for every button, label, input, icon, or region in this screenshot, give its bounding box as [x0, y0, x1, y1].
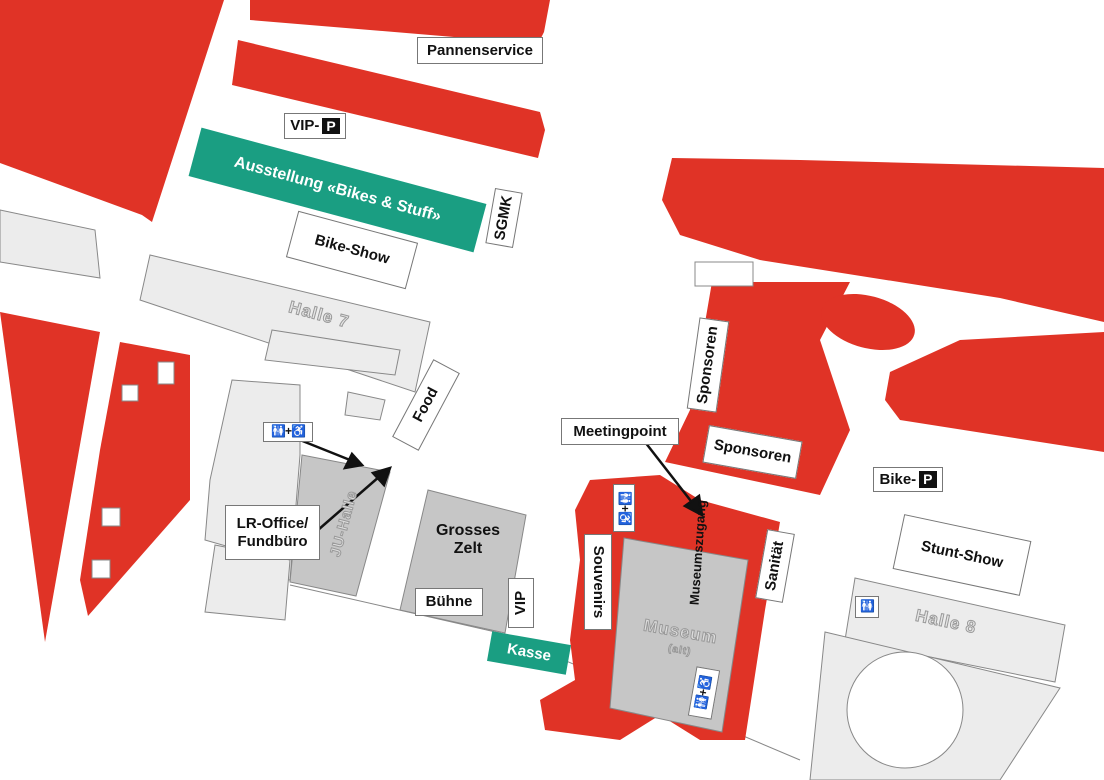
toilets-accessible-icon: 🚻+♿ — [263, 422, 313, 442]
buehne-text: Bühne — [425, 593, 473, 611]
arrow-meetingpoint — [644, 441, 695, 506]
roundabout — [846, 651, 964, 769]
building-marker — [101, 507, 121, 527]
souvenirs-label: Souvenirs — [584, 534, 612, 630]
vip-parking-text: VIP- — [290, 117, 320, 135]
vip-text: VIP — [512, 590, 530, 616]
parking-area-top-left — [0, 0, 224, 222]
sponsoren-text: Sponsoren — [712, 436, 793, 468]
sponsoren-text: Sponsoren — [694, 325, 722, 405]
arrow-toilets — [299, 438, 351, 462]
vip-label: VIP — [508, 578, 534, 628]
sgmk-text: SGMK — [491, 194, 517, 242]
toilets-icon: 🚻 — [855, 596, 879, 618]
parking-area-top-right — [662, 158, 1104, 322]
parking-strip-left — [80, 342, 190, 616]
halle-8-building — [844, 577, 1066, 683]
lr-office-text: LR-Office/ Fundbüro — [236, 515, 309, 550]
arrow-head — [682, 493, 704, 518]
parking-island — [821, 293, 915, 351]
building-marker — [121, 384, 139, 402]
arrow-lr-office — [317, 475, 381, 531]
building-marker — [157, 361, 175, 385]
lr-office-label: LR-Office/ Fundbüro — [225, 505, 320, 560]
souvenirs-text: Souvenirs — [589, 545, 607, 619]
parking-icon: P — [322, 117, 340, 135]
grosses-zelt-label: Grosses Zelt — [428, 515, 508, 565]
parking-icon: P — [919, 471, 937, 488]
meetingpoint-label: Meetingpoint — [561, 418, 679, 445]
buehne-label: Bühne — [415, 588, 483, 616]
sanitaet-text: Sanität — [762, 539, 788, 593]
building-marker — [91, 559, 111, 579]
toilets-accessible-icon: 🚻+♿ — [613, 484, 635, 532]
small-building — [264, 329, 401, 376]
bike-parking-label: Bike-P — [873, 467, 943, 492]
meetingpoint-text: Meetingpoint — [573, 422, 667, 440]
arrow-head — [342, 451, 365, 470]
kasse-text: Kasse — [505, 640, 553, 666]
stunt-show-text: Stunt-Show — [919, 537, 1005, 572]
parking-triangle-left — [0, 312, 100, 642]
small-building-2 — [344, 391, 386, 421]
grosses-zelt-text: Grosses Zelt — [435, 521, 501, 557]
bike-parking-text: Bike- — [879, 470, 917, 488]
pannenservice-text: Pannenservice — [427, 41, 533, 59]
blank-sign — [694, 261, 754, 287]
pannenservice-label: Pannenservice — [417, 37, 543, 64]
bike-show-text: Bike-Show — [312, 231, 392, 269]
parking-area-right — [885, 332, 1104, 452]
parking-strip-1 — [250, 0, 550, 44]
arrow-head — [370, 466, 392, 488]
white-area-left — [0, 209, 101, 279]
parking-strip-2 — [232, 40, 545, 158]
vip-parking-label: VIP-P — [284, 113, 346, 139]
